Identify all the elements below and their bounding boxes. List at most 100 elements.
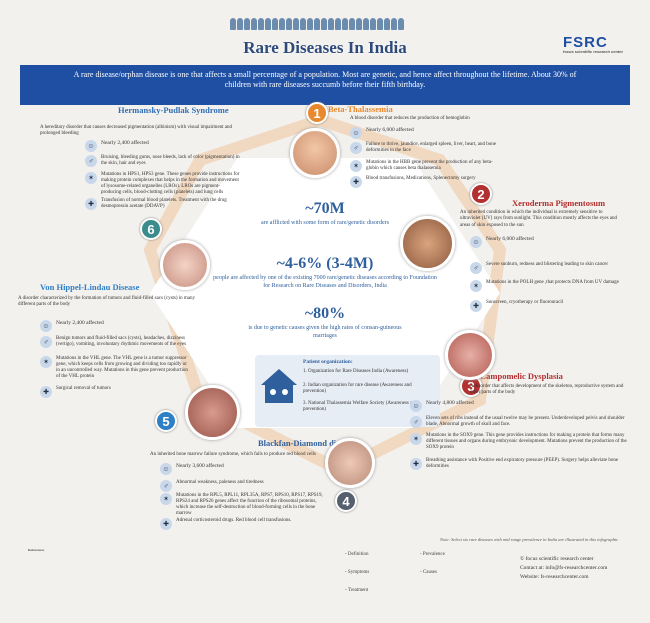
disease-6-definition: A hereditary disorder that causes decrea… <box>40 125 233 137</box>
intro-banner: A rare disease/orphan disease is one tha… <box>20 65 630 105</box>
disease-2-photo <box>400 216 455 271</box>
symptoms-icon: ♂ <box>350 142 362 154</box>
symptoms-icon: ♂ <box>40 336 52 348</box>
people-row-icon <box>230 18 420 30</box>
disease-4-number: 4 <box>335 490 357 512</box>
disease-1-title: Beta-Thalassemia <box>328 104 393 114</box>
causes-icon: ✶ <box>160 493 172 505</box>
legend-causes: - Causes <box>420 570 438 575</box>
stat-70m: ~70M <box>305 200 345 217</box>
family-icon <box>261 369 297 403</box>
prevalence-icon: ☺ <box>40 320 52 332</box>
disease-3-prevalence: ☺Nearly 4,800 affected <box>410 400 630 412</box>
causes-icon: ✶ <box>470 280 482 292</box>
footnote: Note: Select six rare diseases with mid … <box>440 537 619 542</box>
disease-6-symptoms: ♂Bruising, bleeding gums, nose bleeds, l… <box>85 155 240 167</box>
causes-icon: ✶ <box>410 433 422 445</box>
org-title: Patient organization: <box>303 359 353 365</box>
treatment-icon: ✚ <box>160 518 172 530</box>
disease-2-definition: An inherited condition in which the indi… <box>460 210 618 228</box>
disease-1-number: 1 <box>306 102 328 124</box>
disease-5-definition: A disorder characterized by the formatio… <box>18 296 196 308</box>
disease-3-photo <box>445 330 495 380</box>
disease-3-causes: ✶Mutations in the SOX9 gene. This gene p… <box>410 433 635 451</box>
disease-1-definition: A blood disorder that reduces the produc… <box>350 116 470 121</box>
disease-4-prevalence: ☺Nearly 3,600 affected <box>160 463 330 475</box>
disease-2-symptoms: ♂Severe sunburn, redness and blistering … <box>470 262 620 274</box>
contact-block: © focus scientific research center Conta… <box>520 555 640 582</box>
disease-6-number: 6 <box>140 218 162 240</box>
symptoms-icon: ♂ <box>470 262 482 274</box>
disease-1-causes: ✶Mutations in the HBB gene prevent the p… <box>350 160 500 172</box>
stat-80: ~80% <box>304 305 346 322</box>
stat-70m-text: are afflicted with some form of rare/gen… <box>260 220 389 226</box>
disease-1-prevalence: ☺Nearly 6,000 affected <box>350 127 500 139</box>
references-title: References <box>28 548 45 552</box>
disease-5-prevalence: ☺Nearly 2,400 affected <box>40 320 190 332</box>
prevalence-icon: ☺ <box>470 236 482 248</box>
prevalence-icon: ☺ <box>85 140 97 152</box>
disease-6-prevalence: ☺Nearly 2,400 affected <box>85 140 240 152</box>
disease-3-title: Campomelic Dysplasia <box>480 371 563 381</box>
disease-3-symptoms: ♂Eleven sets of ribs instead of the usua… <box>410 416 635 428</box>
disease-2-prevalence: ☺Nearly 6,000 affected <box>470 236 620 248</box>
disease-5-symptoms: ♂Benign tumors and fluid-filled sacs (cy… <box>40 336 190 348</box>
causes-icon: ✶ <box>40 356 52 368</box>
symptoms-icon: ♂ <box>160 480 172 492</box>
disease-6-photo <box>160 240 210 290</box>
treatment-icon: ✚ <box>40 386 52 398</box>
org-item-1: 1. Organization for Rare Diseases India … <box>303 369 409 374</box>
disease-6-treatment: ✚Transfusion of normal blood platelets. … <box>85 198 240 210</box>
causes-icon: ✶ <box>350 160 362 172</box>
disease-3-treatment: ✚Breathing assistance with Positive end … <box>410 458 635 470</box>
org-item-2: 2. Indian organization for rare disease … <box>303 383 412 394</box>
disease-1-symptoms: ♂Failure to thrive, jaundice, enlarged s… <box>350 142 500 154</box>
disease-5-photo <box>185 385 240 440</box>
contact-website[interactable]: Website: fs-researchcenter.com <box>520 574 589 580</box>
page-title: Rare Diseases In India <box>243 38 407 57</box>
org-item-3: 3. National Thalassemia Welfare Society … <box>303 401 418 412</box>
symptoms-icon: ♂ <box>410 416 422 428</box>
disease-1-photo <box>290 128 340 178</box>
disease-2-number: 2 <box>470 183 492 205</box>
treatment-icon: ✚ <box>470 300 482 312</box>
disease-5-number: 5 <box>155 410 177 432</box>
prevalence-icon: ☺ <box>350 127 362 139</box>
stat-4-6-text: people are affected by one of the existi… <box>213 275 437 289</box>
disease-6-title: Hermansky-Pudlak Syndrome <box>118 105 229 115</box>
treatment-icon: ✚ <box>350 176 362 188</box>
disease-5-causes: ✶Mutations in the VHL gene. The VHL gene… <box>40 356 190 380</box>
prevalence-icon: ☺ <box>160 463 172 475</box>
disease-4-photo <box>325 438 375 488</box>
disease-5-title: Von Hippel-Lindau Disease <box>40 282 140 292</box>
causes-icon: ✶ <box>85 172 97 184</box>
legend-treatment: - Treatment <box>345 588 369 593</box>
disease-4-treatment: ✚Adrenal corticosteroid drugs. Red blood… <box>160 518 330 530</box>
disease-4-symptoms: ♂Abnormal weakness, paleness and tiredne… <box>160 480 330 492</box>
disease-4-definition: An inherited bone marrow failure syndrom… <box>150 452 316 457</box>
treatment-icon: ✚ <box>410 458 422 470</box>
legend: - Definition - Prevalence - Symptoms - C… <box>335 548 495 604</box>
contact-copyright: © focus scientific research center <box>520 556 594 562</box>
legend-symptoms: - Symptoms <box>345 570 370 575</box>
disease-3-definition: A disorder that affects development of t… <box>470 384 624 396</box>
disease-4-title: Blackfan-Diamond disease <box>258 438 355 448</box>
disease-1-treatment: ✚Blood transfusions, Medications, Splene… <box>350 176 500 188</box>
patient-organization-box: Patient organization: 1. Organization fo… <box>255 355 440 427</box>
legend-prevalence: - Prevalence <box>420 552 445 557</box>
disease-2-title: Xeroderma Pigmentosum <box>512 198 606 208</box>
stat-4-6: ~4-6% (3-4M) <box>276 255 374 272</box>
disease-4-causes: ✶Mutations in the RPL5, RPL11, RPL35A, R… <box>160 493 330 517</box>
logo-subtitle: focus scientific research center <box>563 49 624 54</box>
legend-definition: - Definition <box>345 552 369 557</box>
disease-2-treatment: ✚Sunscreen, cryotherapy or fluorouracil <box>470 300 620 312</box>
symptoms-icon: ♂ <box>85 155 97 167</box>
disease-5-treatment: ✚Surgical removal of tumors <box>40 386 190 398</box>
contact-email[interactable]: Contact at: info@fs-researchcenter.com <box>520 565 608 571</box>
treatment-icon: ✚ <box>85 198 97 210</box>
disease-6-causes: ✶Mutations in HPS1, HPS3 gene. These gen… <box>85 172 240 196</box>
stat-80-text: is due to genetic causes given the high … <box>248 325 402 339</box>
prevalence-icon: ☺ <box>410 400 422 412</box>
